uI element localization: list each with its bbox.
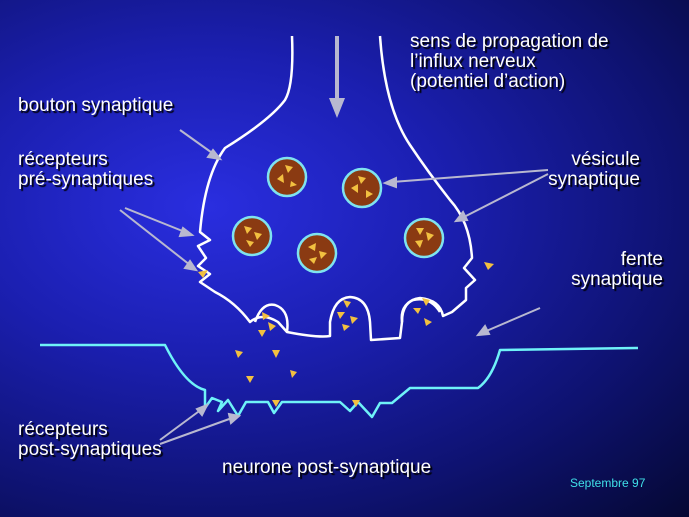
footer-date: Septembre 97: [570, 476, 646, 490]
neurone-post-label: neurone post-synaptique: [222, 457, 432, 478]
vesicle: [296, 232, 338, 274]
recepteurs-pre-label: récepteurs pré-synaptiques: [18, 149, 154, 190]
propagation-arrow: [329, 36, 345, 118]
vesicle: [231, 215, 273, 257]
presynaptic-membrane: [196, 35, 477, 342]
bouton-synaptique-label: bouton synaptique: [18, 95, 174, 116]
propagation-label: sens de propagation de l’influx nerveux …: [410, 31, 609, 92]
release-pocket-right: [400, 298, 442, 323]
vesicule-label: vésicule synaptique: [548, 149, 640, 190]
vesicle: [403, 217, 445, 259]
recepteurs-post-label: récepteurs post-synaptiques: [18, 419, 162, 460]
vesicle: [266, 156, 308, 198]
release-pocket-left: [253, 303, 289, 333]
neurotransmitters: [198, 262, 494, 407]
pointer-arrows: [119, 129, 549, 445]
postsynaptic-membrane: [40, 343, 639, 419]
vesicle: [341, 167, 383, 209]
vesicles: [231, 156, 445, 274]
fente-label: fente synaptique: [571, 249, 663, 290]
